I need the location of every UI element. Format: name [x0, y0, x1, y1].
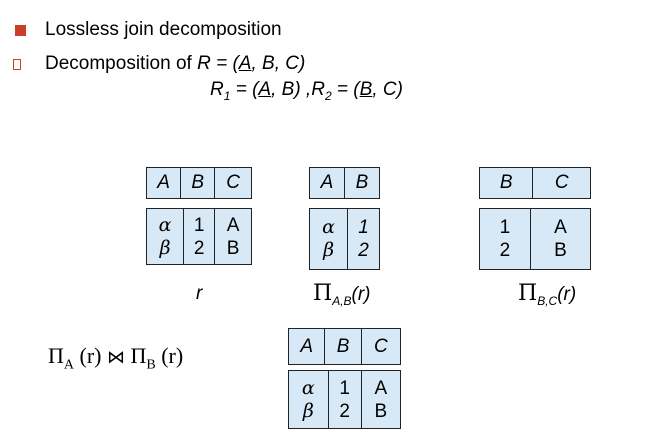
table-bc-header-c: C [532, 167, 591, 199]
table-bc-header-b: B [478, 167, 534, 199]
cell-beta: β [159, 236, 171, 259]
table-r-header-b: B [180, 167, 216, 199]
cell-2: 2 [339, 400, 350, 422]
r1-rest: , B) , [271, 79, 312, 100]
bullet-hollow-square-icon [13, 59, 21, 70]
cell-b: B [226, 237, 240, 259]
decomp-label: Decomposition of [45, 53, 198, 74]
pi-symbol: Π [313, 281, 333, 306]
bullet-text-decomposition: Decomposition of R = (A, B, C) [45, 53, 305, 75]
r2-sub: 2 [324, 88, 332, 103]
cell-beta: β [323, 239, 335, 261]
bullet-filled-square-icon [15, 25, 26, 36]
caption-pi-bc: ΠB,C(r) [518, 281, 576, 308]
join-arg-1: (r) [74, 343, 107, 368]
caption-ab-sub: A,B [332, 293, 352, 308]
r1-key: A [258, 79, 272, 100]
table-bc-header: B C [478, 167, 591, 199]
join-sub-b: B [146, 357, 156, 373]
cell-a: A [554, 217, 567, 238]
r2-key: B [359, 79, 373, 100]
r1-sub: 1 [223, 88, 231, 103]
caption-pi-ab: ΠA,B(r) [313, 281, 371, 308]
decomposition-formula: R1 = (A, B) ,R2 = (B, C) [210, 79, 403, 103]
cell-beta: β [302, 399, 314, 422]
r2-rest: , C) [372, 79, 403, 100]
table-join-header-c: C [360, 328, 402, 365]
table-join-header-b: B [324, 328, 362, 365]
cell-b: B [554, 240, 567, 261]
caption-r: r [196, 283, 203, 304]
table-join-header: A B C [287, 328, 402, 365]
cell-1: 1 [499, 217, 511, 238]
caption-bc-arg: (r) [557, 284, 577, 305]
r1-name: R [210, 79, 224, 100]
r1-eq: = ( [230, 79, 259, 100]
table-ab-header-b: B [344, 167, 380, 199]
cell-a: A [226, 214, 240, 236]
r2-eq: = ( [331, 79, 360, 100]
decomp-key: A [238, 53, 252, 74]
natural-join-icon: ⋈ [107, 347, 125, 368]
cell-alpha: α [322, 216, 335, 238]
cell-2: 2 [499, 240, 511, 261]
cell-1: 1 [339, 377, 350, 399]
cell-alpha: α [158, 213, 172, 236]
table-ab-header-a: A [309, 167, 345, 199]
r2-name: R [311, 79, 325, 100]
table-r-header-c: C [214, 167, 252, 199]
join-sub-a: A [63, 357, 75, 373]
join-expression: ΠA (r) ⋈ ΠB (r) [48, 343, 183, 373]
pi-symbol: Π [125, 343, 147, 368]
caption-ab-arg: (r) [351, 284, 371, 305]
caption-bc-sub: B,C [537, 293, 558, 308]
pi-symbol: Π [518, 281, 538, 306]
cell-2: 2 [193, 237, 205, 259]
cell-a: A [374, 377, 388, 399]
cell-b: B [374, 400, 388, 422]
table-ab-header: A B [309, 167, 380, 199]
pi-symbol: Π [48, 343, 64, 368]
decomp-relation: R [197, 53, 211, 74]
decomp-equals: = ( [210, 53, 239, 74]
table-r-header-a: A [145, 167, 182, 199]
bullet-text-lossless: Lossless join decomposition [45, 19, 282, 40]
table-r-header: A B C [145, 167, 252, 199]
cell-alpha: α [301, 376, 315, 399]
join-arg-2: (r) [155, 343, 184, 368]
cell-1: 1 [193, 214, 205, 236]
cell-1: 1 [358, 217, 369, 238]
cell-2: 2 [358, 240, 369, 261]
decomp-rest: , B, C) [251, 53, 306, 74]
table-join-header-a: A [287, 328, 326, 365]
